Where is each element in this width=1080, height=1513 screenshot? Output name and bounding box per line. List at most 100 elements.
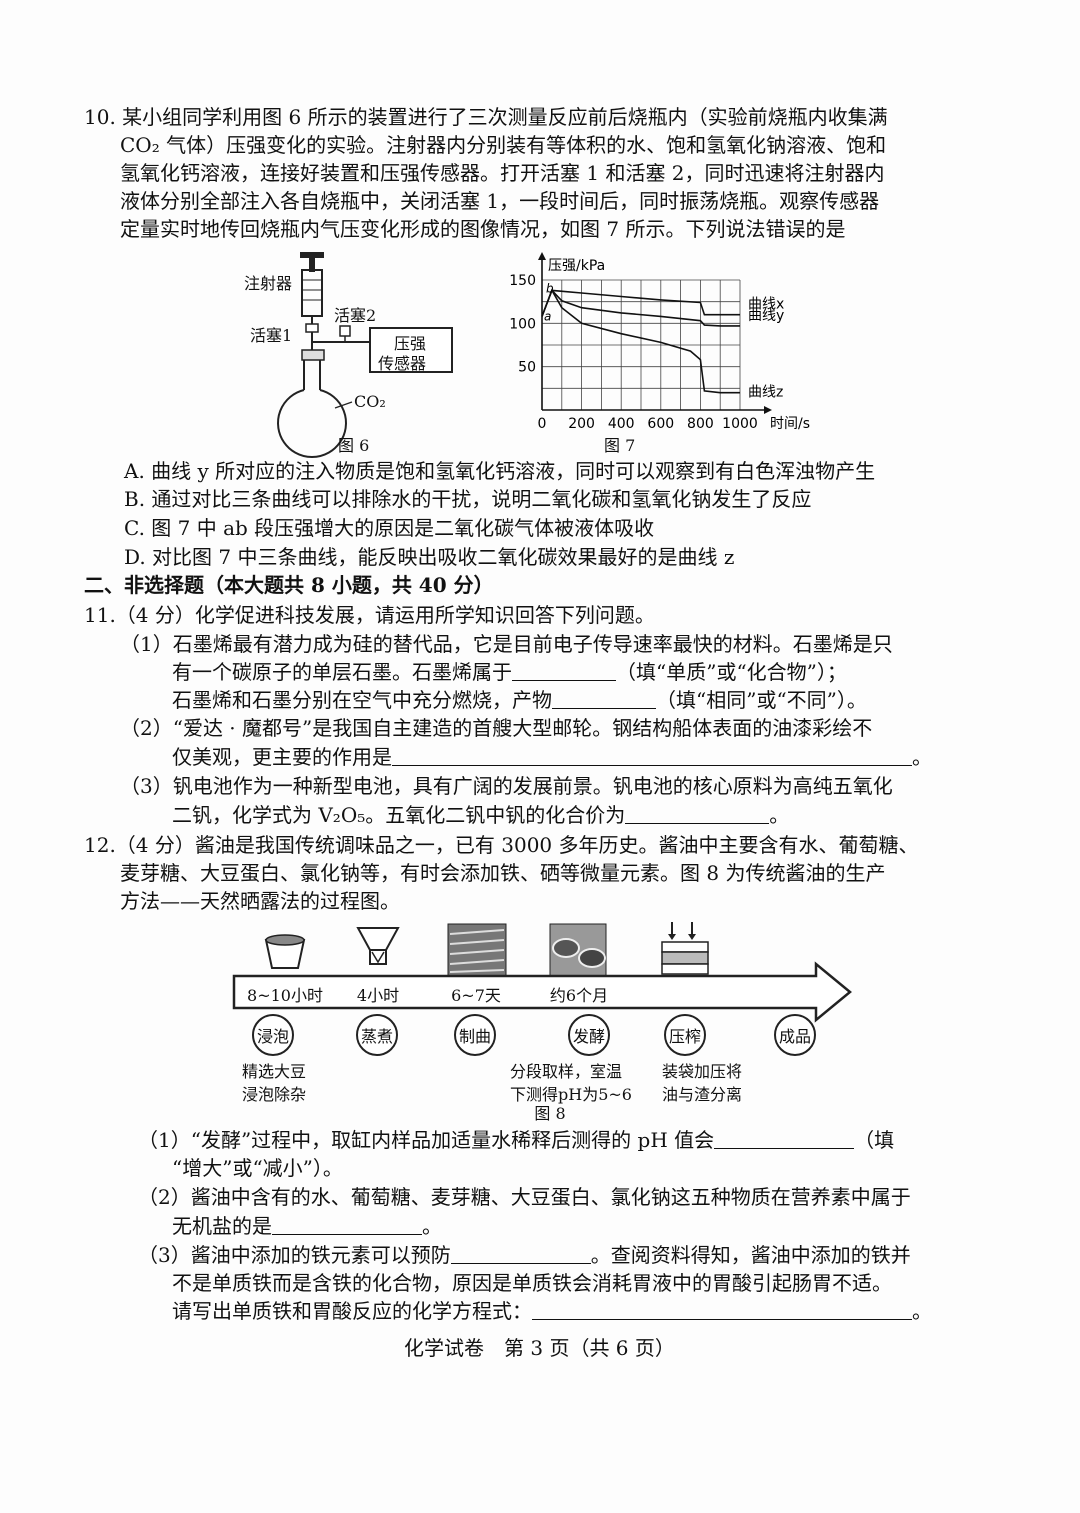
figure-8-caption: 图 8 (534, 1104, 566, 1123)
note-press-line1: 装袋加压将 (662, 1062, 743, 1081)
q10-option-b: B. 通过对比三条曲线可以排除水的干扰，说明二氧化碳和氢氧化钠发生了反应 (124, 487, 812, 511)
step-koji: 制曲 (454, 1014, 496, 1056)
note-ferment-line2: 下测得pH为5~6 (510, 1085, 632, 1104)
q10-line-4: 液体分别全部注入各自烧瓶中，关闭活塞 1，一段时间后，同时振荡烧瓶。观察传感器 (120, 189, 880, 213)
syringe-plunger-top (300, 252, 324, 258)
series-line (541, 288, 740, 394)
y-tick-label: 50 (518, 360, 536, 376)
figure-7-caption: 图 7 (604, 436, 636, 455)
section-2-heading: 二、非选择题（本大题共 8 小题，共 40 分） (84, 573, 494, 597)
sensor-label-2: 传感器 (378, 354, 427, 373)
q12-p2-line1: （2）酱油中含有的水、葡萄糖、麦芽糖、大豆蛋白、氯化钠这五种物质在营养素中属于 (138, 1185, 911, 1209)
point-label-b: b (546, 281, 554, 295)
figure-8-process: 8~10小时 4小时 6~7天 约6个月 浸泡 蒸煮 制曲 发酵 压榨 成品 精… (220, 920, 860, 1123)
x-axis-label: 时间/s (770, 416, 810, 432)
q12-p2-text-b: 。 (422, 1214, 442, 1238)
process-diagram (232, 922, 852, 1023)
note-soak-line2: 浸泡除杂 (242, 1085, 307, 1104)
q12-line-2: 麦芽糖、大豆蛋白、氯化钠等，有时会添加铁、硒等微量元素。图 8 为传统酱油的生产 (120, 861, 886, 885)
valve2-shape (339, 325, 351, 337)
note-ferment: 分段取样，室温 下测得pH为5~6 (510, 1060, 632, 1106)
series-label: 曲线z (748, 385, 783, 401)
q11-p3-text-a: 二钒，化学式为 V₂O₅。五氧化二钒中钒的化合价为 (172, 803, 626, 827)
q10-line-2: CO₂ 气体）压强变化的实验。注射器内分别装有等体积的水、饱和氢氧化钠溶液、饱和 (120, 133, 887, 157)
q11-p1-line2: 有一个碳原子的单层石墨。石墨烯属于 （填“单质”或“化合物”）； (172, 659, 847, 686)
q10-option-a: A. 曲线 y 所对应的注入物质是饱和氢氧化钙溶液，同时可以观察到有白色浑浊物产… (124, 459, 876, 483)
note-ferment-line1: 分段取样，室温 (510, 1062, 623, 1081)
x-axis-arrow (764, 406, 772, 414)
duration-3: 6~7天 (451, 986, 501, 1005)
note-soak: 精选大豆 浸泡除杂 (242, 1060, 306, 1106)
point-label-a: a (544, 309, 551, 323)
q10-line-5: 定量实时地传回烧瓶内气压变化形成的图像情况，如图 7 所示。下列说法错误的是 (120, 217, 846, 241)
valve1-shape (305, 323, 319, 333)
co2-label: CO₂ (354, 392, 386, 411)
q12-p1-line1: （1）“发酵”过程中，取缸内样品加适量水稀释后测得的 pH 值会（填 (138, 1127, 894, 1154)
x-tick-label: 200 (568, 416, 595, 432)
y-tick-label: 150 (509, 273, 536, 289)
q10-line-3: 氢氧化钙溶液，连接好装置和压强传感器。打开活塞 1 和活塞 2，同时迅速将注射器… (120, 161, 885, 185)
q12-p2-line2: 无机盐的是。 (172, 1213, 442, 1240)
q11-p3-line2: 二钒，化学式为 V₂O₅。五氧化二钒中钒的化合价为 。 (172, 802, 789, 829)
q12-p1-text-b: （填 (854, 1128, 895, 1152)
answer-blank-q11-3[interactable] (392, 745, 912, 766)
q11-heading: 11.（4 分）化学促进科技发展，请运用所学知识回答下列问题。 (84, 603, 655, 627)
press-icon (661, 922, 709, 975)
q10-option-c: C. 图 7 中 ab 段压强增大的原因是二氧化碳气体被液体吸收 (124, 516, 655, 540)
q12-p3-text-a: （3）酱油中添加的铁元素可以预防 (138, 1243, 451, 1267)
answer-blank-q11-1[interactable] (512, 660, 616, 681)
note-press-line2: 油与渣分离 (662, 1085, 743, 1104)
q11-p3-line1: （3）钒电池作为一种新型电池，具有广阔的发展前景。钒电池的核心原料为高纯五氧化 (120, 774, 893, 798)
koji-making-icon (447, 923, 507, 977)
answer-blank-q12-3[interactable] (450, 1243, 591, 1264)
y-axis-arrow (538, 252, 546, 260)
q11-p2-line1: （2）“爱达 · 魔都号”是我国自主建造的首艘大型邮轮。钢结构船体表面的油漆彩绘… (120, 716, 873, 740)
q11-p2-text-a: 仅美观，更主要的作用是 (172, 745, 392, 769)
q11-p1-line1: （1）石墨烯最有潜力成为硅的替代品，它是目前电子传导速率最快的材料。石墨烯是只 (120, 632, 893, 656)
pressure-sensor-box (369, 327, 453, 373)
step-steam: 蒸煮 (356, 1014, 398, 1056)
answer-blank-q12-2[interactable] (272, 1214, 422, 1235)
q11-p1-text-d: （填“相同”或“不同”）。 (656, 688, 867, 712)
figure-6-caption: 图 6 (338, 436, 370, 455)
sensor-label-1: 压强 (394, 334, 427, 353)
answer-blank-q11-4[interactable] (625, 803, 770, 824)
x-tick-label: 800 (687, 416, 714, 432)
figure-6-apparatus: 注射器 活塞2 活塞1 压强 传感器 CO₂ 图 6 (230, 250, 460, 460)
step-soak: 浸泡 (252, 1014, 294, 1056)
fermentation-jars-icon (549, 923, 607, 977)
flask-body (277, 389, 347, 458)
duration-1: 8~10小时 (247, 986, 323, 1005)
page-footer: 化学试卷 第 3 页（共 6 页） (404, 1336, 675, 1360)
q12-line-3: 方法——天然晒露法的过程图。 (120, 889, 400, 913)
q11-p1-text-a: 有一个碳原子的单层石墨。石墨烯属于 (172, 660, 512, 684)
steamer-icon (356, 927, 400, 965)
soak-pot-icon (264, 934, 306, 969)
series-line (541, 289, 740, 317)
q11-p2-text-b: 。 (912, 745, 932, 769)
y-axis-label: 压强/kPa (548, 258, 605, 274)
answer-blank-q12-4[interactable] (532, 1299, 912, 1320)
syringe-barrel (301, 269, 323, 317)
series-label: 曲线y (748, 308, 784, 324)
answer-blank-q12-1[interactable] (714, 1128, 855, 1149)
syringe-label: 注射器 (244, 274, 293, 293)
series-label: 曲线x (748, 297, 784, 313)
series-line (541, 288, 740, 327)
duration-4: 约6个月 (549, 986, 609, 1005)
step-press: 压榨 (664, 1014, 706, 1056)
valve2-label: 活塞2 (334, 306, 377, 325)
q12-p3-line3: 请写出单质铁和胃酸反应的化学方程式：。 (172, 1298, 932, 1325)
q11-p3-text-b: 。 (769, 803, 790, 827)
q11-p1-text-b: （填“单质”或“化合物”）； (616, 660, 847, 684)
q10-option-d: D. 对比图 7 中三条曲线，能反映出吸收二氧化碳效果最好的是曲线 z (124, 545, 735, 569)
x-tick-label: 600 (647, 416, 674, 432)
x-tick-label: 400 (608, 416, 635, 432)
q12-p3-line1: （3）酱油中添加的铁元素可以预防。查阅资料得知，酱油中添加的铁并 (138, 1242, 911, 1269)
q11-p2-line2: 仅美观，更主要的作用是 。 (172, 744, 932, 771)
y-tick-label: 100 (509, 316, 536, 332)
answer-blank-q11-2[interactable] (552, 688, 656, 709)
